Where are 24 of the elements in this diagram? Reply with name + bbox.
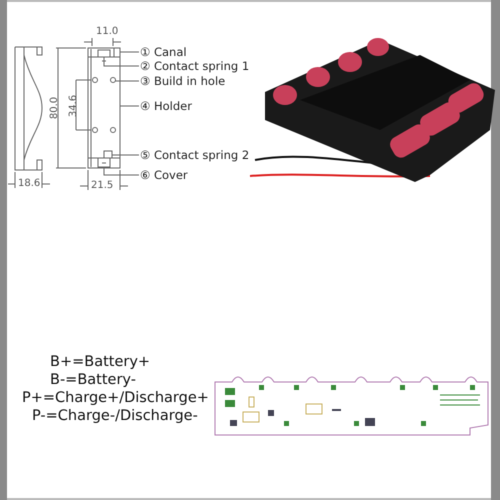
callout-label: ② Contact spring 1 bbox=[140, 59, 250, 73]
legend-text: B+=Battery+ bbox=[50, 353, 150, 371]
canal-slot bbox=[114, 48, 120, 58]
callout-label: ③ Build in hole bbox=[140, 74, 226, 88]
leader-line bbox=[104, 56, 140, 66]
legend-text: B-=Battery- bbox=[50, 371, 136, 389]
legend-text: P-=Charge-/Discharge- bbox=[32, 407, 198, 425]
leader-line bbox=[104, 166, 140, 176]
dimension-value: 11.0 bbox=[96, 26, 118, 38]
callout-label: ④ Holder bbox=[140, 99, 192, 113]
legend-text: P+=Charge+/Discharge+ bbox=[22, 389, 209, 407]
leader-line bbox=[115, 80, 140, 82]
callout-label: ⑤ Contact spring 2 bbox=[140, 148, 250, 162]
dimension-value: 21.5 bbox=[91, 180, 114, 192]
mounting-hole bbox=[110, 77, 116, 83]
contact-spring bbox=[104, 150, 112, 158]
callout-label: ① Canal bbox=[140, 45, 187, 59]
cover-block bbox=[98, 158, 110, 168]
dimension-value: 18.6 bbox=[18, 178, 40, 190]
dimension-value: 80.0 bbox=[49, 96, 62, 120]
contact-spring bbox=[98, 50, 110, 58]
callout-label: ⑥ Cover bbox=[140, 168, 188, 182]
dimension-value: 34.6 bbox=[68, 94, 80, 118]
leader-line bbox=[112, 154, 140, 156]
